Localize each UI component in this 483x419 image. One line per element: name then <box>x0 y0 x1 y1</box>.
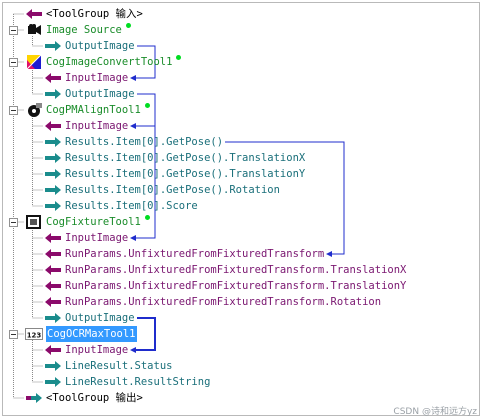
output-arrow-icon <box>44 358 62 374</box>
collapse-toggle-icon[interactable] <box>9 26 18 35</box>
tree-node-label: RunParams.UnfixturedFromFixturedTransfor… <box>65 280 407 292</box>
status-dot-icon <box>145 103 150 108</box>
input-arrow-icon <box>44 342 62 358</box>
input-arrow-icon <box>44 70 62 86</box>
tree-node-label: CogOCRMaxTool1 <box>46 326 137 342</box>
tree-node-terminal[interactable]: OutputImage <box>0 86 480 102</box>
input-arrow-icon <box>44 246 62 262</box>
tree-node-label: CogImageConvertTool1 <box>46 56 173 68</box>
input-arrow-icon <box>44 230 62 246</box>
tree-node-terminal[interactable]: Results.Item[0].GetPose().Rotation <box>0 182 480 198</box>
status-dot-icon <box>145 215 150 220</box>
image-convert-icon <box>25 54 43 70</box>
pmalign-icon <box>25 102 43 118</box>
output-arrow-icon <box>44 86 62 102</box>
status-dot-icon <box>126 23 131 28</box>
tree-node-terminal[interactable]: RunParams.UnfixturedFromFixturedTransfor… <box>0 246 480 262</box>
tree-node-label: LineResult.ResultString <box>65 376 211 388</box>
output-group-icon <box>25 390 43 406</box>
tree-node-tool[interactable]: Image Source <box>0 22 480 38</box>
tree-node-label: OutputImage <box>65 40 135 52</box>
tree-node-tool[interactable]: 123 CogOCRMaxTool1 <box>0 326 480 342</box>
tree-node-terminal[interactable]: RunParams.UnfixturedFromFixturedTransfor… <box>0 278 480 294</box>
output-arrow-icon <box>44 310 62 326</box>
tree-node-terminal[interactable]: RunParams.UnfixturedFromFixturedTransfor… <box>0 294 480 310</box>
input-arrow-icon <box>44 294 62 310</box>
tree-node-label: Results.Item[0].GetPose() <box>65 136 224 148</box>
output-arrow-icon <box>44 198 62 214</box>
tree-node-terminal[interactable]: OutputImage <box>0 310 480 326</box>
tree-node-label: CogFixtureTool1 <box>46 216 141 228</box>
tree-node-label: RunParams.UnfixturedFromFixturedTransfor… <box>65 296 382 308</box>
tree-node-label: RunParams.UnfixturedFromFixturedTransfor… <box>65 264 407 276</box>
tree-node-label: CogPMAlignTool1 <box>46 104 141 116</box>
input-arrow-icon <box>44 262 62 278</box>
tree-node-terminal[interactable]: OutputImage <box>0 38 480 54</box>
collapse-toggle-icon[interactable] <box>9 218 18 227</box>
tree-node-label: OutputImage <box>65 88 135 100</box>
tree-node-tool[interactable]: CogFixtureTool1 <box>0 214 480 230</box>
tree-node-terminal[interactable]: InputImage <box>0 342 480 358</box>
output-arrow-icon <box>44 182 62 198</box>
tree-node-label: InputImage <box>65 72 129 84</box>
tree-node-label: Results.Item[0].GetPose().Rotation <box>65 184 280 196</box>
tree-node-label: <ToolGroup 输出> <box>46 392 143 404</box>
icon-text: 123 <box>27 332 42 340</box>
tree-node-group[interactable]: <ToolGroup 输出> <box>0 390 480 406</box>
tree-node-label: RunParams.UnfixturedFromFixturedTransfor… <box>65 248 325 260</box>
tree-node-label: Results.Item[0].Score <box>65 200 198 212</box>
fixture-icon <box>25 214 43 230</box>
tree-node-terminal[interactable]: InputImage <box>0 70 480 86</box>
tree-node-terminal[interactable]: RunParams.UnfixturedFromFixturedTransfor… <box>0 262 480 278</box>
output-arrow-icon <box>44 150 62 166</box>
tree-node-label: <ToolGroup 输入> <box>46 8 143 20</box>
watermark: CSDN @诗和远方yz <box>393 407 477 417</box>
output-arrow-icon <box>44 166 62 182</box>
tree-node-terminal[interactable]: LineResult.Status <box>0 358 480 374</box>
tree-node-terminal[interactable]: InputImage <box>0 118 480 134</box>
output-arrow-icon <box>44 374 62 390</box>
tree-node-terminal[interactable]: Results.Item[0].Score <box>0 198 480 214</box>
tree-node-label: InputImage <box>65 232 129 244</box>
input-arrow-icon <box>44 118 62 134</box>
tree-node-label: InputImage <box>65 120 129 132</box>
tree-node-terminal[interactable]: InputImage <box>0 230 480 246</box>
collapse-toggle-icon[interactable] <box>9 106 18 115</box>
tree-node-group[interactable]: <ToolGroup 输入> <box>0 6 480 22</box>
tree-node-label: Results.Item[0].GetPose().TranslationX <box>65 152 306 164</box>
tree-node-terminal[interactable]: Results.Item[0].GetPose().TranslationY <box>0 166 480 182</box>
collapse-toggle-icon[interactable] <box>9 58 18 67</box>
ocr-123-icon: 123 <box>25 326 43 342</box>
tree-node-label: Results.Item[0].GetPose().TranslationY <box>65 168 306 180</box>
tree-node-terminal[interactable]: LineResult.ResultString <box>0 374 480 390</box>
tree-node-terminal[interactable]: Results.Item[0].GetPose().TranslationX <box>0 150 480 166</box>
collapse-toggle-icon[interactable] <box>9 330 18 339</box>
tree-node-tool[interactable]: CogPMAlignTool1 <box>0 102 480 118</box>
tree-node-label: OutputImage <box>65 312 135 324</box>
camera-icon <box>25 22 43 38</box>
output-arrow-icon <box>44 38 62 54</box>
tree-node-terminal[interactable]: Results.Item[0].GetPose() <box>0 134 480 150</box>
tree-node-label: Image Source <box>46 24 122 36</box>
tree-node-label: InputImage <box>65 344 129 356</box>
input-arrow-icon <box>25 6 43 22</box>
status-dot-icon <box>176 55 181 60</box>
tree-node-label: LineResult.Status <box>65 360 173 372</box>
tree-node-tool[interactable]: CogImageConvertTool1 <box>0 54 480 70</box>
output-arrow-icon <box>44 134 62 150</box>
input-arrow-icon <box>44 278 62 294</box>
